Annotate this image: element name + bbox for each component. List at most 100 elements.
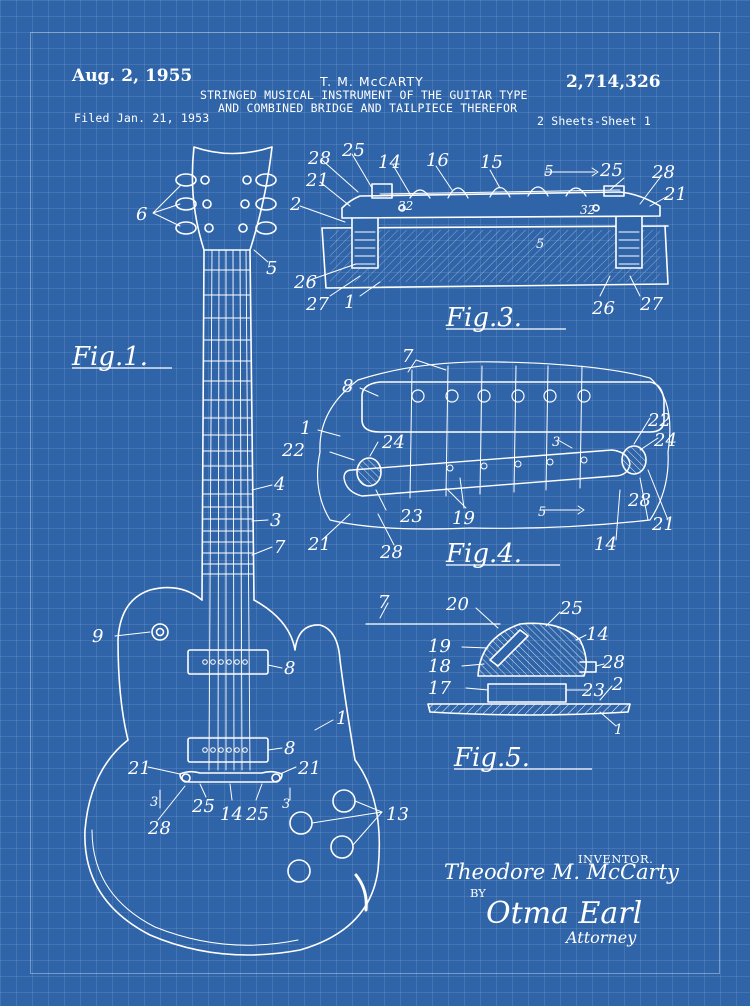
ref-label: 25 bbox=[559, 598, 583, 619]
guitar-body bbox=[84, 586, 381, 956]
bridge-tailpiece bbox=[179, 770, 283, 783]
ref-label: 3 bbox=[150, 795, 158, 810]
bridge-pickup bbox=[187, 737, 269, 763]
ref-label: 19 bbox=[428, 636, 451, 657]
ref-label: 5 bbox=[544, 162, 554, 180]
fig1-caption: Fig.1. bbox=[71, 342, 148, 372]
ref-label: 13 bbox=[386, 804, 409, 825]
guitar-figure bbox=[84, 146, 383, 956]
by-label: BY bbox=[470, 886, 486, 900]
ref-label: 19 bbox=[452, 508, 475, 529]
output-jack bbox=[354, 873, 368, 912]
inventor-signature: Theodore M. McCarty bbox=[444, 860, 679, 884]
tuners-left bbox=[175, 173, 214, 235]
sheet-count: 2 Sheets-Sheet 1 bbox=[537, 114, 651, 128]
attorney-signature: Otma Earl bbox=[486, 896, 643, 931]
ref-label: 21 bbox=[297, 758, 321, 779]
strings bbox=[208, 249, 251, 771]
inventor-name: T. M. McCARTY bbox=[320, 74, 424, 89]
inventor-label: INVENTOR. bbox=[578, 852, 654, 866]
patent-date: Aug. 2, 1955 bbox=[72, 66, 193, 86]
ref-label: 8 bbox=[342, 376, 353, 397]
fig1-leaders bbox=[114, 185, 383, 846]
ref-label: 14 bbox=[586, 624, 609, 645]
headstock bbox=[191, 146, 273, 251]
title-line-2: AND COMBINED BRIDGE AND TAILPIECE THEREF… bbox=[218, 101, 518, 115]
ref-label: 14 bbox=[378, 152, 401, 173]
ref-label: 22 bbox=[647, 410, 671, 431]
ref-label: 2 bbox=[611, 674, 623, 695]
figure-captions: Fig.1. Fig.3. Fig.4. Fig.5. bbox=[71, 303, 592, 773]
ref-label: 27 bbox=[639, 294, 663, 315]
ref-label: 21 bbox=[305, 170, 329, 191]
ref-label: 28 bbox=[379, 542, 403, 563]
ref-label: 25 bbox=[245, 804, 269, 825]
ref-label: 24 bbox=[381, 432, 405, 453]
ref-label: 17 bbox=[428, 678, 451, 699]
fig5-saddle bbox=[365, 602, 631, 727]
knob-3 bbox=[330, 835, 354, 859]
ref-label: 7 bbox=[378, 592, 390, 613]
ref-label: 28 bbox=[307, 148, 331, 169]
fig5-caption: Fig.5. bbox=[453, 743, 530, 773]
ref-label: 1 bbox=[336, 708, 347, 729]
ref-label: 28 bbox=[651, 162, 675, 183]
neck-pickup bbox=[187, 649, 269, 675]
ref-label: 14 bbox=[220, 804, 243, 825]
ref-label: 18 bbox=[428, 656, 451, 677]
ref-label: 1 bbox=[614, 722, 623, 738]
fig4-caption: Fig.4. bbox=[445, 539, 522, 569]
reference-numerals: 6 5 4 3 7 9 8 8 1 21 21 3 3 28 25 14 25 … bbox=[92, 140, 687, 839]
ref-label: 4 bbox=[273, 474, 285, 495]
ref-label: 5 bbox=[536, 237, 544, 252]
knob-1 bbox=[332, 789, 356, 813]
ref-label: 6 bbox=[136, 204, 147, 225]
ref-label: 28 bbox=[601, 652, 625, 673]
ref-label: 28 bbox=[147, 818, 171, 839]
ref-label: 22 bbox=[281, 440, 305, 461]
frets bbox=[201, 269, 255, 575]
ref-label: 8 bbox=[284, 738, 295, 759]
ref-label: 21 bbox=[127, 758, 151, 779]
ref-label: 27 bbox=[305, 294, 329, 315]
ref-label: 26 bbox=[293, 272, 317, 293]
knob-4 bbox=[287, 859, 311, 883]
title-line-1: STRINGED MUSICAL INSTRUMENT OF THE GUITA… bbox=[200, 88, 528, 102]
ref-label: 1 bbox=[344, 292, 355, 313]
ref-label: 23 bbox=[399, 506, 423, 527]
body-binding bbox=[91, 829, 299, 946]
ref-label: 23 bbox=[581, 680, 605, 701]
ref-label: 9 bbox=[92, 626, 103, 647]
filed-date: Filed Jan. 21, 1953 bbox=[74, 111, 210, 125]
ref-label: 21 bbox=[651, 514, 675, 535]
ref-label: 14 bbox=[594, 534, 617, 555]
ref-label: 7 bbox=[402, 346, 414, 367]
ref-label: 3 bbox=[270, 510, 281, 531]
knob-2 bbox=[289, 811, 313, 835]
ref-label: 7 bbox=[274, 537, 286, 558]
ref-label: 5 bbox=[266, 258, 277, 279]
ref-label: 25 bbox=[191, 796, 215, 817]
ref-label: 32 bbox=[398, 199, 413, 213]
ref-label: 16 bbox=[426, 150, 449, 171]
ref-label: 32 bbox=[580, 203, 595, 217]
ref-label: 26 bbox=[591, 298, 615, 319]
attorney-label: Attorney bbox=[566, 928, 637, 947]
ref-label: 15 bbox=[480, 152, 503, 173]
ref-label: 24 bbox=[653, 430, 677, 451]
ref-label: 25 bbox=[599, 160, 623, 181]
drawing-border bbox=[30, 32, 720, 974]
ref-label: 8 bbox=[284, 658, 295, 679]
ref-label: 25 bbox=[341, 140, 365, 161]
ref-label: 3 bbox=[552, 435, 560, 450]
ref-label: 21 bbox=[307, 534, 331, 555]
ref-label: 5 bbox=[538, 505, 546, 520]
patent-number: 2,714,326 bbox=[566, 72, 661, 92]
ref-label: 2 bbox=[289, 194, 301, 215]
fig3-section bbox=[299, 153, 669, 297]
ref-label: 28 bbox=[627, 490, 651, 511]
ref-label: 21 bbox=[663, 184, 687, 205]
ref-label: 20 bbox=[445, 594, 469, 615]
